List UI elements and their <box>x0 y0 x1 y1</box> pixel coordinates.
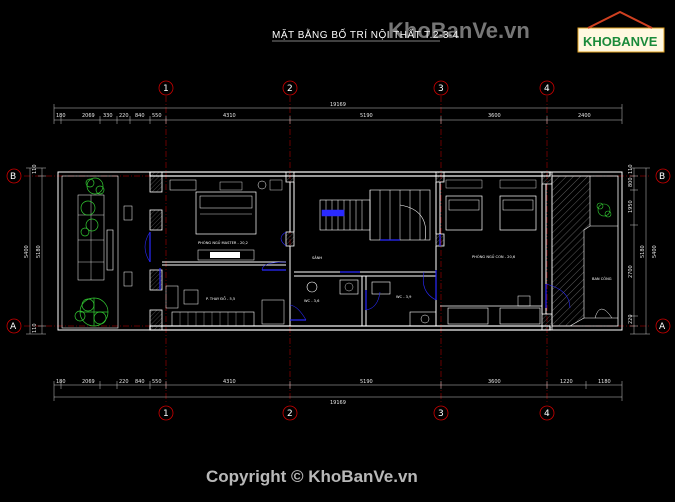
tree-icon-bottom <box>74 297 109 327</box>
dim-top-3: 220 <box>119 113 129 119</box>
lamp-icon <box>257 180 267 190</box>
room-balcony: BAN CÔNG <box>592 276 612 281</box>
dim-top-9: 2400 <box>578 113 591 119</box>
dim-top-5: 550 <box>152 113 162 119</box>
dim-bottom-6: 5190 <box>360 379 373 385</box>
dressing-room: P. THAY ĐỒ - 5,5 <box>165 285 285 327</box>
dim-bottom-2: 220 <box>119 379 129 385</box>
dim-left-3: 110 <box>32 323 38 333</box>
drawing-title: MẶT BẰNG BỐ TRÍ NỘI THẤT T.2-3-4 <box>272 27 459 41</box>
dim-right-1: 800 <box>628 177 634 187</box>
desk-icon <box>447 307 489 325</box>
watermark-top: KhoBanVe.vn <box>388 18 530 43</box>
room-lobby: SẢNH <box>312 255 322 260</box>
dim-left-2: 5400 <box>24 245 30 258</box>
axis-label-4-bottom: 4 <box>544 409 550 419</box>
axis-label-1-bottom: 1 <box>163 409 169 419</box>
room-bedroom-2: PHÒNG NGỦ CON - 20,6 <box>472 254 516 259</box>
dim-bottom-total: 19169 <box>330 400 346 406</box>
walls <box>57 171 623 331</box>
wardrobe-icon <box>197 249 255 261</box>
dim-top-2: 330 <box>103 113 113 119</box>
dim-right-3: 2700 <box>628 265 634 278</box>
room-wc-right: WC - 3,9 <box>396 295 412 299</box>
room-master-bedroom: PHÒNG NGỦ MASTER - 20,2 <box>198 240 248 245</box>
axis-label-1-top: 1 <box>163 84 169 94</box>
chair-icon <box>517 295 531 307</box>
dim-bottom-5: 4310 <box>223 379 236 385</box>
bathtub-icon <box>409 311 437 327</box>
right-balcony: BAN CÔNG <box>551 175 619 327</box>
plant-icon <box>596 202 612 218</box>
dim-top-8: 3600 <box>488 113 501 119</box>
staircase: SẢNH <box>312 189 431 260</box>
dim-top-1: 2069 <box>82 113 95 119</box>
dim-bottom-1: 2069 <box>82 379 95 385</box>
doors <box>144 231 571 321</box>
bed-icon-2 <box>445 195 483 231</box>
dim-bottom-7: 3600 <box>488 379 501 385</box>
bedroom-2: PHÒNG NGỦ CON - 20,6 <box>445 179 541 325</box>
dim-right-0: 110 <box>628 164 634 174</box>
bed-icon-3 <box>499 195 537 231</box>
dimension-lines-right <box>630 167 650 335</box>
dim-right-4: 220 <box>628 314 634 324</box>
front-balcony <box>74 177 133 327</box>
axis-label-3-top: 3 <box>438 84 444 94</box>
dim-bottom-0: 180 <box>56 379 66 385</box>
dim-left-1: 5180 <box>36 245 42 258</box>
sink-icon <box>339 279 359 295</box>
wc-center: WC - 3,6 WC - 3,9 <box>304 279 437 327</box>
dim-top-total: 19169 <box>330 102 346 108</box>
closet-icon <box>171 311 255 327</box>
bed-icon <box>195 191 257 235</box>
room-dressing: P. THAY ĐỒ - 5,5 <box>206 296 235 301</box>
grid-markers-top: 1 2 3 4 <box>158 80 555 96</box>
dim-top-6: 4310 <box>223 113 236 119</box>
dimension-lines-left <box>26 167 46 335</box>
dim-left-0: 110 <box>32 164 38 174</box>
axis-label-b-right: B <box>659 172 665 182</box>
toilet-icon <box>306 281 318 293</box>
dim-bottom-9: 1180 <box>598 379 611 385</box>
dim-bottom-4: 550 <box>152 379 162 385</box>
axis-label-2-top: 2 <box>287 84 293 94</box>
axis-label-a-left: A <box>10 322 17 332</box>
axis-label-4-top: 4 <box>544 84 550 94</box>
dimension-lines-top <box>53 104 623 124</box>
axis-label-a-right: A <box>659 322 666 332</box>
room-wc-center: WC - 3,6 <box>304 299 320 303</box>
logo: KHOBANVE <box>577 10 665 53</box>
dim-right-5: 5180 <box>640 245 646 258</box>
dim-top-4: 840 <box>135 113 145 119</box>
axis-label-b-left: B <box>10 172 16 182</box>
grid-markers-rows: B A B A <box>6 168 671 334</box>
dim-bottom-8: 1220 <box>560 379 573 385</box>
grid-markers-bottom: 1 2 3 4 <box>158 405 555 421</box>
dim-right-2: 1950 <box>628 200 634 213</box>
tree-icon <box>80 177 105 237</box>
axis-label-3-bottom: 3 <box>438 409 444 419</box>
dimension-lines-bottom <box>53 381 623 401</box>
nightstand-icon <box>169 179 197 191</box>
roof-icon <box>587 10 653 29</box>
logo-text: KHOBANVE <box>583 34 658 49</box>
copyright-watermark: Copyright © KhoBanVe.vn <box>206 467 418 486</box>
dim-top-7: 5190 <box>360 113 373 119</box>
master-bedroom: PHÒNG NGỦ MASTER - 20,2 <box>169 179 283 261</box>
axis-label-2-bottom: 2 <box>287 409 293 419</box>
dim-top-0: 180 <box>56 113 66 119</box>
dim-right-6: 5400 <box>652 245 658 258</box>
dim-bottom-3: 840 <box>135 379 145 385</box>
